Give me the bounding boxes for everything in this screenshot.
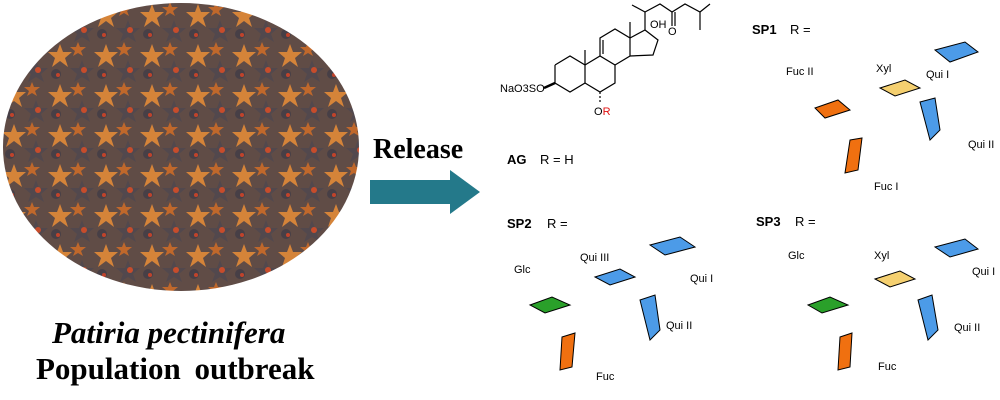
ag-label: AG [507,152,527,167]
sp2-definition: R = [547,216,568,231]
sugar-fuc2-label: Fuc II [786,66,814,78]
sugar-qui2-label: Qui II [968,139,994,151]
event-label: Population outbreak [36,351,315,386]
sulfate-label: NaO3SO [500,83,545,95]
species-name: Patiria pectinifera [52,315,286,350]
sugar-qui2-label: Qui II [666,320,692,332]
r-group-label: OR [594,106,611,118]
aglycone-structure: NaO3SO OH O OR [500,3,711,118]
sp3-label: SP3 [756,214,781,229]
sugar-xyl-label: Xyl [876,63,891,75]
ketone-label: O [668,26,677,38]
sp2-label: SP2 [507,216,532,231]
starfish-photo [3,3,359,291]
sugar-fuc-label: Fuc [596,371,615,383]
sp3-definition: R = [795,214,816,229]
release-arrow-icon [370,170,480,214]
sugar-xyl-label: Xyl [874,250,889,262]
hydroxyl-label: OH [650,19,667,31]
sugar-fuc1-label: Fuc I [874,181,898,193]
sugar-glc-label: Glc [788,250,805,262]
sugar-qui2-label: Qui II [954,322,980,334]
sp2-glycan: Qui I Qui III Qui II Glc Fuc [514,236,713,383]
sugar-qui3-label: Qui III [580,252,609,264]
sp3-glycan: Qui I Xyl Qui II Glc Fuc [788,238,995,373]
ag-definition: R = H [540,152,574,167]
sugar-qui1-label: Qui I [690,273,713,285]
sugar-fuc-label: Fuc [878,361,897,373]
sp1-glycan: Qui I Xyl Qui II Fuc II Fuc I [786,41,994,193]
sugar-qui1-label: Qui I [972,266,995,278]
sugar-qui1-label: Qui I [926,69,949,81]
sugar-glc-label: Glc [514,264,531,276]
sp1-definition: R = [790,22,811,37]
release-label: Release [373,134,464,165]
sp1-label: SP1 [752,22,777,37]
